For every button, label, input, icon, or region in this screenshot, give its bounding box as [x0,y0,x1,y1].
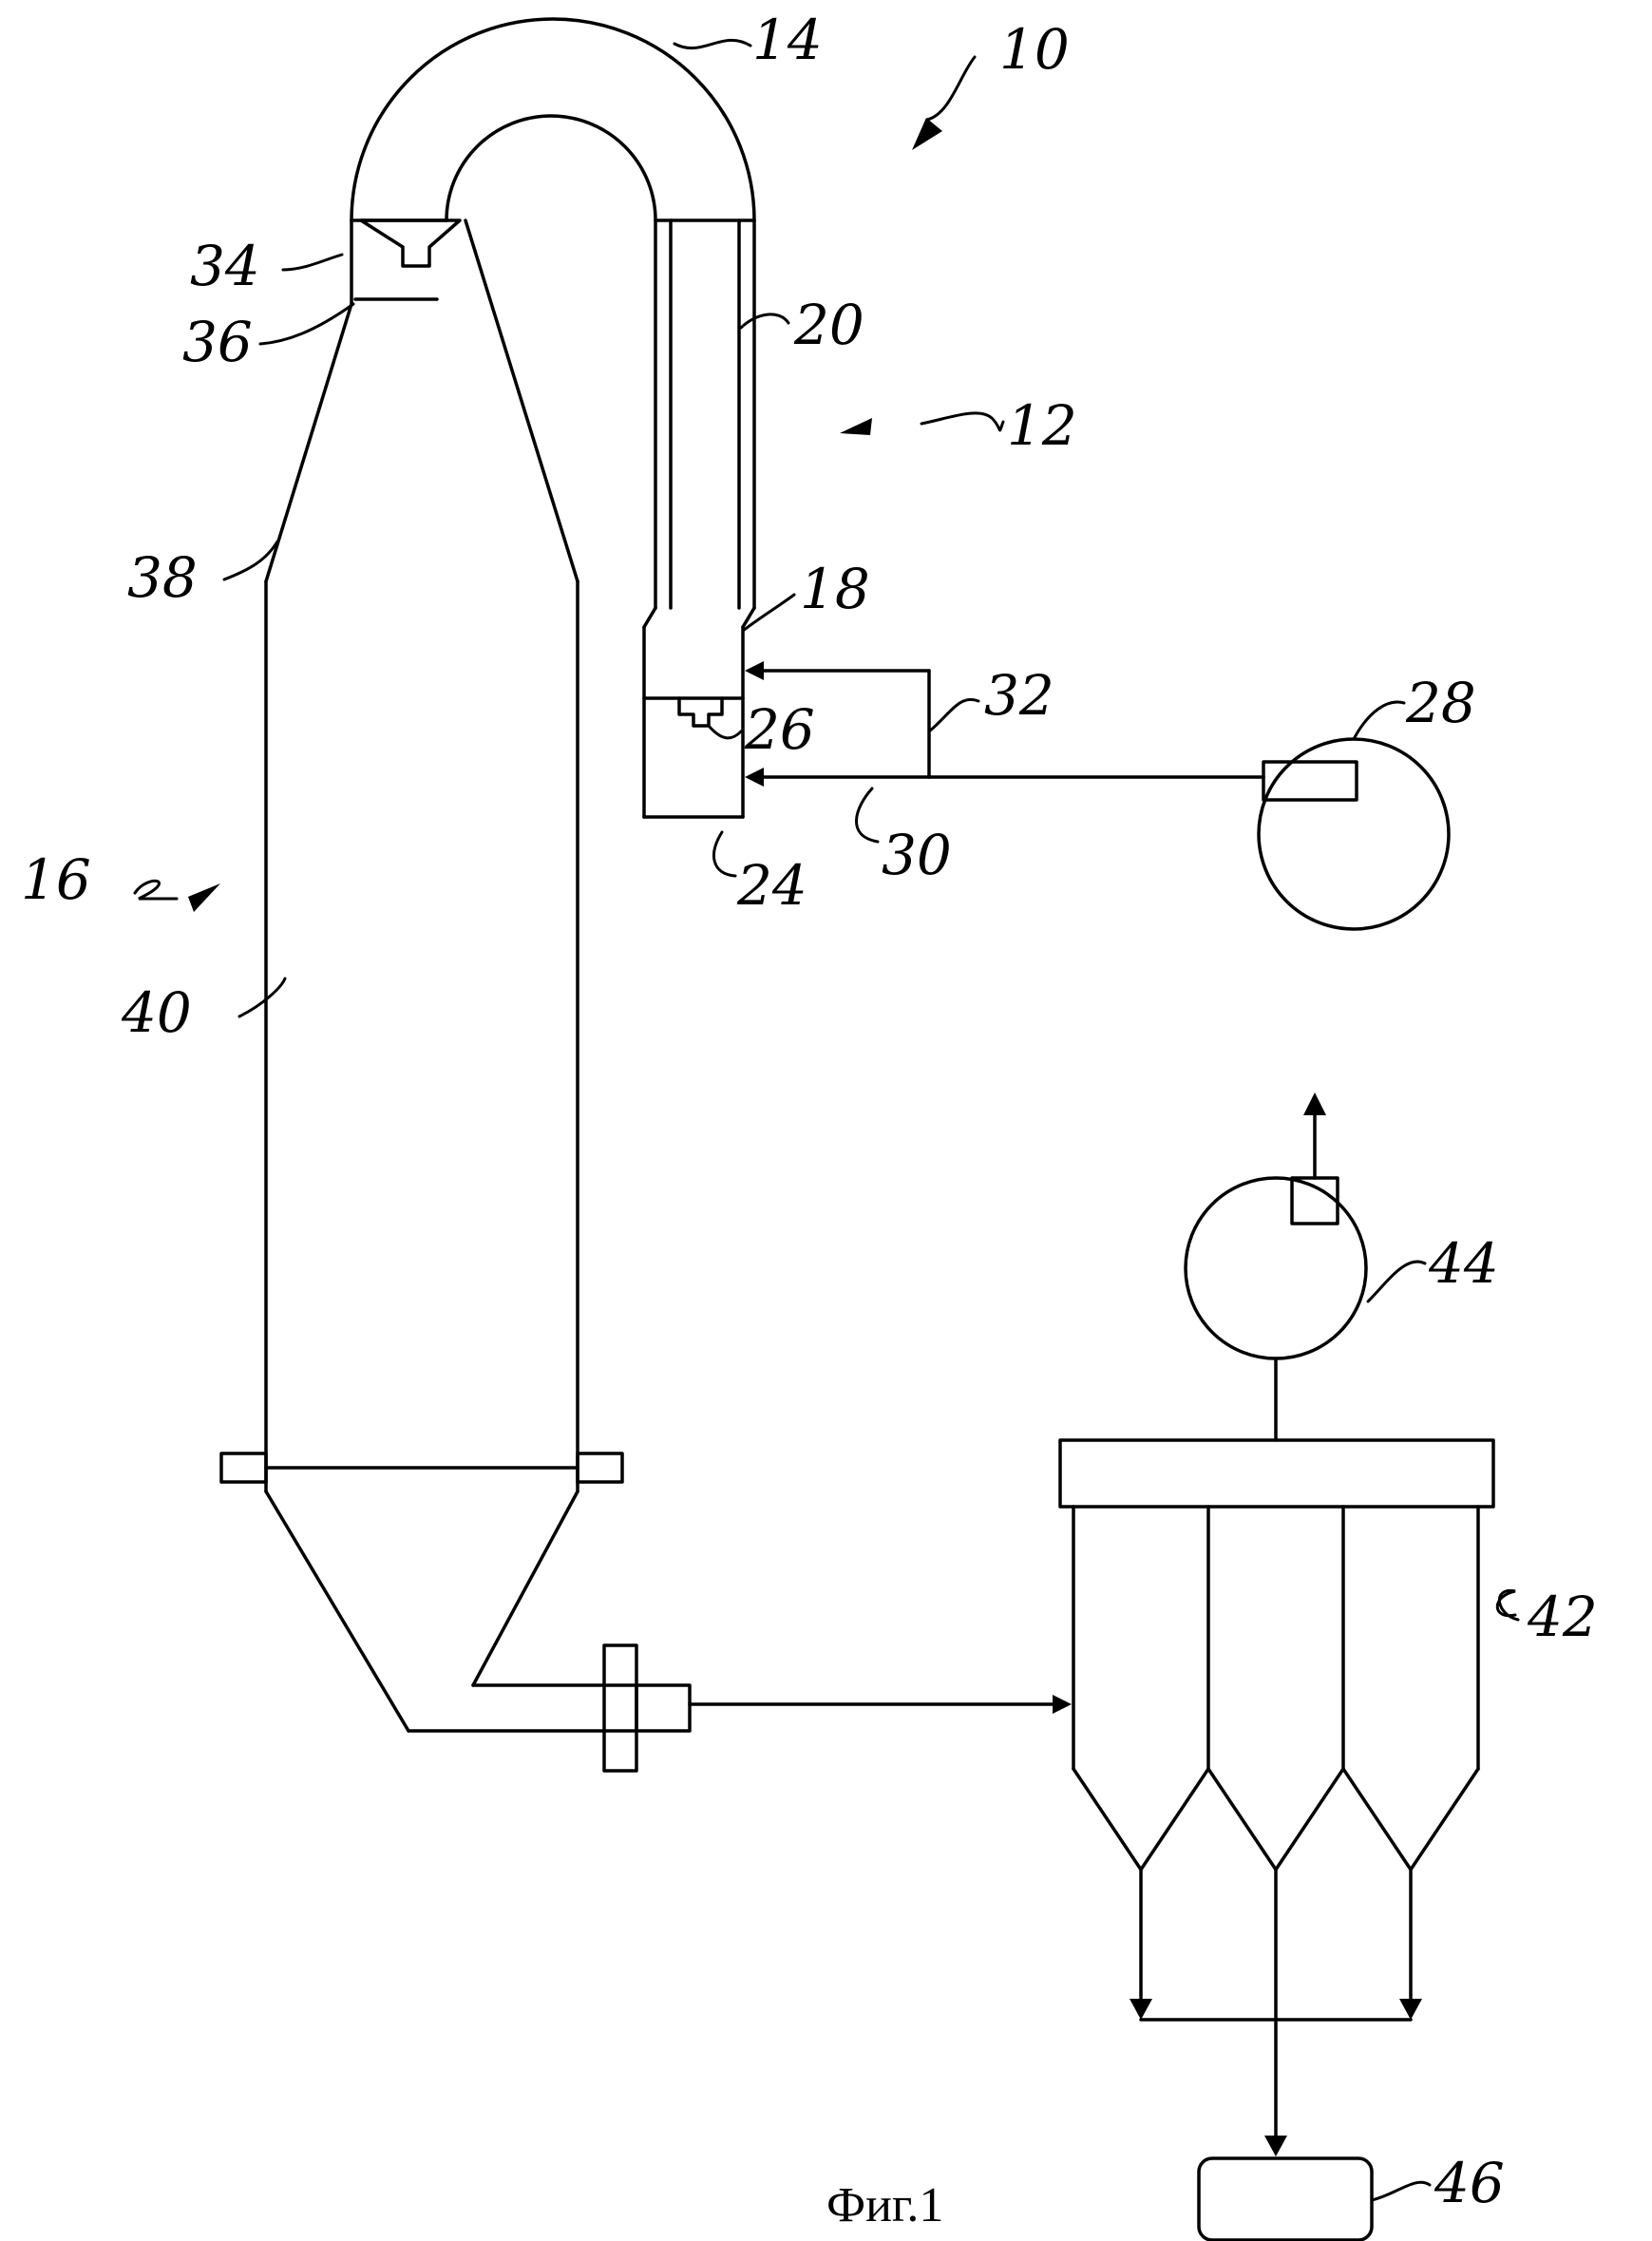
label-34: 34 [190,234,260,298]
figure-caption: Фиг.1 [826,2178,943,2232]
transfer-line [690,1695,1072,1714]
exhaust-fan [1186,1092,1366,1440]
product-bin [1199,2158,1372,2240]
label-14: 14 [752,8,823,72]
label-28: 28 [1405,671,1476,735]
label-38: 38 [127,545,198,610]
label-18: 18 [800,557,870,621]
label-42: 42 [1527,1585,1598,1649]
separator-vessel [221,220,622,1731]
feed-nozzle [361,220,460,266]
label-46: 46 [1434,2151,1505,2215]
riser-column [644,220,754,817]
air-blower [1259,739,1449,929]
label-26: 26 [744,697,815,762]
label-20: 20 [793,293,864,357]
label-40: 40 [121,980,192,1045]
label-16: 16 [21,847,91,912]
burner [679,698,722,726]
label-32: 32 [984,663,1054,728]
label-10: 10 [999,17,1070,82]
label-24: 24 [736,853,807,918]
leader-lines [135,40,1518,2200]
label-12: 12 [1007,393,1077,458]
label-36: 36 [182,310,253,374]
bag-filter [1060,1440,1493,2156]
label-30: 30 [882,823,952,887]
rotary-valve [604,1645,690,1771]
label-44: 44 [1428,1231,1499,1296]
